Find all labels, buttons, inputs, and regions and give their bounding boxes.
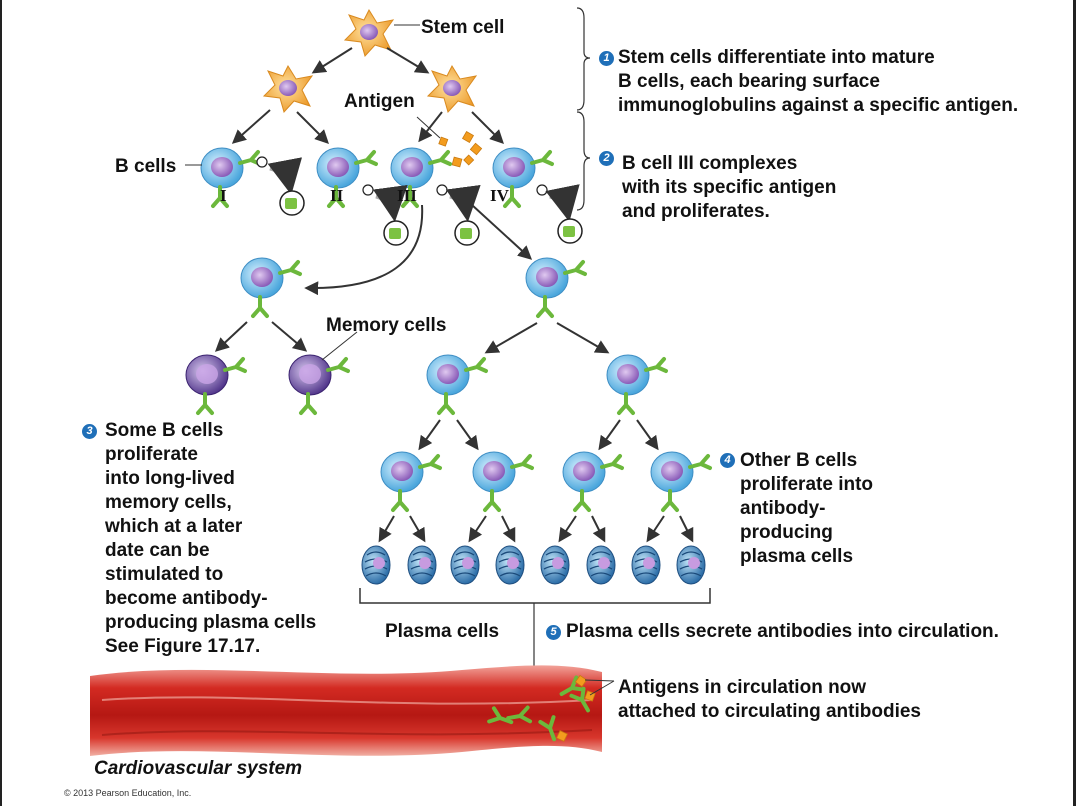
arrows-tier4 — [378, 515, 694, 543]
b-cell-memory-branch — [239, 256, 302, 318]
roman-IV: IV — [490, 186, 510, 205]
step-4-badge: 4 — [720, 453, 735, 468]
b-cell-tier4-2 — [471, 450, 534, 512]
label-b-cells: B cells — [115, 156, 176, 177]
arrows-b-cell-III — [304, 204, 533, 296]
roman-I: I — [220, 186, 227, 205]
b-cell-I — [199, 146, 262, 208]
antigens-leader — [584, 679, 615, 696]
brace-step-2 — [576, 111, 591, 211]
b-cell-tier3-right — [605, 353, 668, 415]
memory-cell-left — [184, 353, 247, 415]
memory-cell-right — [287, 353, 350, 415]
antigen-leader — [416, 116, 441, 139]
stem-cell-left — [263, 65, 313, 113]
step-5-text: Plasma cells secrete antibodies into cir… — [566, 621, 999, 642]
arrows-tier3 — [418, 419, 659, 451]
step-4-text: Other B cells proliferate into antibody-… — [740, 450, 874, 567]
label-antigen: Antigen — [344, 91, 415, 112]
brace-step-1 — [576, 7, 591, 111]
roman-II: II — [330, 186, 344, 205]
arrows-stem — [231, 47, 504, 144]
arrows-tier2 — [214, 321, 610, 354]
memory-leader — [321, 331, 358, 361]
step-1-text: Stem cells differentiate into mature B c… — [618, 47, 1019, 116]
stem-cell-right — [427, 65, 477, 113]
roman-III: III — [397, 186, 417, 205]
step-5-badge: 5 — [546, 625, 561, 640]
step-2-badge: 2 — [599, 151, 614, 166]
label-memory-cells: Memory cells — [326, 315, 446, 336]
step-2-text: B cell III complexes with its specific a… — [622, 153, 837, 222]
label-plasma-cells: Plasma cells — [385, 621, 499, 642]
label-stem-cell: Stem cell — [421, 17, 504, 38]
blood-vessel — [90, 665, 602, 756]
stem-cell-top — [344, 9, 394, 57]
step-3-badge: 3 — [82, 424, 97, 439]
step-1-badge: 1 — [599, 51, 614, 66]
label-antigens-in-circulation: Antigens in circulation now attached to … — [618, 677, 921, 722]
immunoglobulin-bubbles — [256, 156, 583, 246]
plasma-bracket — [359, 588, 711, 604]
antigen-cluster — [438, 130, 483, 168]
plasma-cells-row — [361, 545, 706, 585]
b-cell-tier4-1 — [379, 450, 442, 512]
label-cardiovascular-system: Cardiovascular system — [94, 758, 302, 779]
b-cell-tier4-4 — [649, 450, 712, 512]
b-cell-tier4-3 — [561, 450, 624, 512]
b-cell-tier3-left — [425, 353, 488, 415]
b-cell-II — [315, 146, 378, 208]
copyright: © 2013 Pearson Education, Inc. — [64, 788, 191, 798]
step-3-text: Some B cells proliferate into long-lived… — [105, 420, 317, 657]
b-cell-plasma-branch — [524, 256, 587, 318]
